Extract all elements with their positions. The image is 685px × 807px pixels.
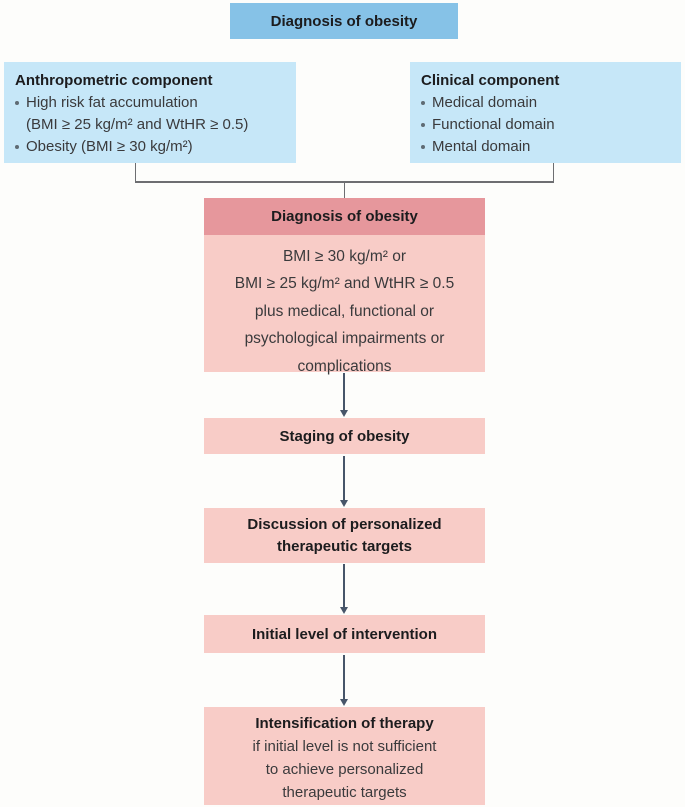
anthropometric-heading: Anthropometric component: [15, 72, 213, 89]
bullet-line: (BMI ≥ 25 kg/m² and WtHR ≥ 0.5): [26, 116, 249, 133]
list-item: High risk fat accumulation (BMI ≥ 25 kg/…: [15, 92, 286, 136]
list-item: Functional domain: [421, 114, 671, 136]
connector-line-middle: [343, 181, 345, 198]
bullet-line: Obesity (BMI ≥ 30 kg/m²): [26, 138, 193, 155]
criteria-line: complications: [297, 357, 392, 375]
discussion-box: Discussion of personalized therapeutic t…: [204, 508, 485, 563]
discussion-line: therapeutic targets: [276, 537, 413, 555]
top-title-label: Diagnosis of obesity: [270, 12, 418, 30]
top-title-box: Diagnosis of obesity: [230, 3, 458, 39]
criteria-line: BMI ≥ 25 kg/m² and WtHR ≥ 0.5: [234, 275, 455, 293]
bullet-icon: [421, 136, 432, 149]
list-item: Obesity (BMI ≥ 30 kg/m²): [15, 136, 286, 158]
intensification-box: Intensification of therapy if initial le…: [204, 707, 485, 805]
arrow-down-icon: [339, 655, 348, 706]
bullet-line: Medical domain: [432, 94, 538, 111]
diagnosis-criteria-box: BMI ≥ 30 kg/m² or BMI ≥ 25 kg/m² and WtH…: [204, 235, 485, 375]
bullet-line: Mental domain: [432, 138, 531, 155]
initial-level-box: Initial level of intervention: [204, 615, 485, 653]
clinical-component-box: Clinical component Medical domain Functi…: [410, 62, 681, 163]
bullet-icon: [421, 92, 432, 105]
bullet-icon: [15, 136, 26, 149]
list-item: Medical domain: [421, 92, 671, 114]
intensification-heading: Intensification of therapy: [255, 715, 434, 732]
staging-box: Staging of obesity: [204, 418, 485, 454]
criteria-line: plus medical, functional or: [254, 302, 435, 320]
bullet-icon: [421, 114, 432, 127]
connector-line-right: [552, 163, 554, 181]
anthropometric-component-box: Anthropometric component High risk fat a…: [4, 62, 296, 163]
criteria-line: psychological impairments or: [244, 330, 445, 348]
arrow-down-icon: [339, 373, 348, 417]
staging-label: Staging of obesity: [279, 427, 410, 445]
criteria-line: BMI ≥ 30 kg/m² or: [282, 248, 407, 265]
intensification-line: therapeutic targets: [282, 784, 407, 801]
discussion-line: Discussion of personalized: [247, 515, 442, 533]
bullet-line: Functional domain: [432, 116, 555, 133]
intensification-line: to achieve personalized: [265, 761, 424, 778]
initial-level-label: Initial level of intervention: [251, 625, 438, 643]
diagnosis-header-box: Diagnosis of obesity: [204, 198, 485, 235]
list-item: Mental domain: [421, 136, 671, 158]
arrow-down-icon: [339, 456, 348, 507]
intensification-line: if initial level is not sufficient: [252, 738, 437, 755]
clinical-heading: Clinical component: [421, 72, 560, 89]
connector-line-left: [134, 163, 136, 181]
bullet-icon: [15, 92, 26, 105]
arrow-down-icon: [339, 564, 348, 614]
bullet-line: High risk fat accumulation: [26, 94, 198, 111]
diagnosis-heading: Diagnosis of obesity: [271, 208, 418, 225]
